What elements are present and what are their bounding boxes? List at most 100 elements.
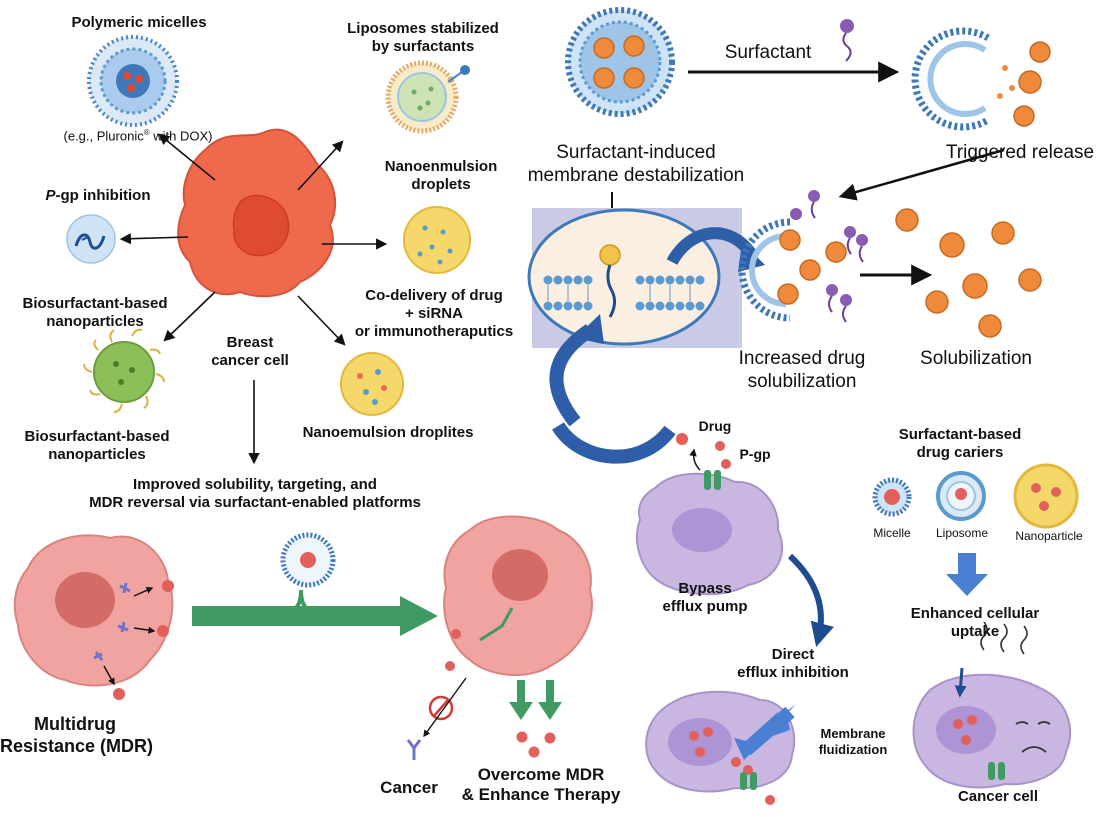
- overcome-line2: & Enhance Therapy: [461, 785, 621, 805]
- polymeric-micelle-icon: [87, 35, 179, 127]
- improved-line1: Improved solubility, targeting, and: [133, 476, 377, 493]
- release-arrow: [838, 148, 1005, 201]
- liposomes-line2: by surfactants: [371, 38, 475, 55]
- micelle-label: Micelle: [873, 526, 911, 540]
- liposomes-line1: Liposomes stabilized: [347, 20, 499, 37]
- enhanced-uptake-label: Enhanced cellular uptake: [890, 605, 1060, 641]
- increased-line1: Increased drug: [738, 348, 866, 369]
- pluronic-prefix: (e.g., Pluronic: [63, 128, 144, 144]
- biosurf-bottom-line1: Biosurfactant-based: [24, 428, 170, 445]
- registered-mark: ®: [143, 128, 150, 137]
- inhibited-efflux: [406, 677, 467, 760]
- biosurfactant-bottom-label: Biosurfactant-based nanoparticles: [2, 428, 192, 464]
- pgp-inhibition-label: P-gp inhibition: [18, 187, 178, 205]
- solubilization-label: Solubilization: [920, 348, 1032, 369]
- carriers-label: Surfactant-based drug cariers: [870, 426, 1050, 462]
- large-liposome-icon: [565, 7, 675, 117]
- cancer-cell-label: Cancer cell: [957, 788, 1039, 805]
- breast-cancer-cell-label: Breast cancer cell: [190, 334, 310, 370]
- nanoparticle-label: Nanoparticle: [1015, 529, 1083, 543]
- membrane-fluidization-cell: [645, 690, 796, 805]
- carriers-line2: drug cariers: [916, 444, 1004, 461]
- increased-solubilization-label: Increased drug solubilization: [722, 348, 882, 394]
- solubilization-micelle-icon: [738, 190, 868, 323]
- curved-arrow-large-tail: [552, 421, 676, 464]
- bypass-line2: efflux pump: [662, 598, 748, 615]
- nanoemulsion-line1: Nanoenmulsion: [384, 158, 498, 175]
- breast-line1: Breast: [226, 334, 274, 351]
- pgp-label: P-gp: [739, 446, 771, 462]
- biosurfactant-top-label: Biosurfactant-based nanoparticles: [0, 295, 190, 331]
- polymeric-micelles-label: Polymeric micelles: [71, 14, 207, 31]
- released-drug-dots: [516, 731, 556, 758]
- improved-solubility-label: Improved solubility, targeting, and MDR …: [40, 476, 470, 512]
- improved-line2: MDR reversal via surfactant-enabled plat…: [89, 494, 421, 511]
- nanoemulsion-line2: droplets: [411, 176, 471, 193]
- green-arrow: [192, 532, 438, 636]
- mdr-cell: [13, 534, 174, 687]
- biosurf-bottom-line2: nanoparticles: [48, 446, 146, 463]
- curved-arrow-large-head: [575, 314, 604, 344]
- mdr-line1: Multidrug: [34, 714, 116, 734]
- free-drug-molecules-icon: [895, 208, 1042, 338]
- biosurfactant-nanoparticle-icon: [83, 328, 165, 413]
- uptake-cancer-cell: [912, 621, 1072, 789]
- bypass-cell: [635, 433, 784, 596]
- carriers-line1: Surfactant-based: [898, 426, 1022, 443]
- green-down-arrows: [509, 680, 562, 720]
- codelivery-line2: + siRNA: [405, 305, 463, 322]
- membrane-inset: [527, 192, 742, 348]
- destab-line1: Surfactant-induced: [556, 142, 716, 163]
- codelivery-line1: Co-delivery of drug: [365, 287, 503, 304]
- nanoemulsion-droplite-icon: [340, 352, 404, 416]
- liposomes-label: Liposomes stabilized by surfactants: [328, 20, 518, 56]
- codelivery-label: Co-delivery of drug + siRNA or immunothe…: [336, 287, 532, 341]
- navy-curved-arrow: [787, 553, 834, 647]
- increased-line2: solubilization: [747, 370, 857, 392]
- bypass-efflux-label: Bypass efflux pump: [640, 580, 770, 616]
- membrane-fluidization-label: Membrane fluidization: [798, 726, 908, 757]
- carrier-icons: [872, 463, 1079, 529]
- radiating-arrows: [119, 133, 388, 465]
- efflux-arrows: [103, 587, 156, 686]
- efflux-drug-dots: [113, 580, 174, 700]
- destab-line2: membrane destabilization: [527, 164, 745, 186]
- bypass-line1: Bypass: [678, 580, 732, 597]
- mdr-line2: Resistance (MDR): [0, 735, 154, 756]
- liposome-icon: [385, 60, 470, 134]
- membrane-line1: Membrane: [820, 726, 886, 741]
- surfactant-label: Surfactant: [724, 42, 812, 63]
- direct-line1: Direct: [771, 646, 815, 663]
- breast-cancer-cell: [177, 128, 337, 298]
- pgp-inhibition-icon: [66, 214, 116, 264]
- drug-label: Drug: [698, 418, 732, 434]
- biosurf-top-line1: Biosurfactant-based: [22, 295, 168, 312]
- nanoemulsion-label: Nanoenmulsion droplets: [366, 158, 516, 194]
- pluronic-suffix: with DOX): [149, 128, 213, 144]
- overcome-mdr-label: Overcome MDR & Enhance Therapy: [444, 765, 638, 806]
- surfactant-arrow: [688, 19, 900, 83]
- triggered-release-label: Triggered release: [945, 142, 1095, 163]
- codelivery-line3: or immunotheraputics: [354, 323, 514, 340]
- cancer-label: Cancer: [380, 778, 438, 797]
- enhanced-line1: Enhanced cellular: [910, 605, 1040, 622]
- direct-line2: efflux inhibition: [737, 664, 849, 681]
- mdr-label: Multidrug Resistance (MDR): [0, 714, 154, 757]
- treated-cell: [443, 515, 593, 676]
- direct-efflux-label: Direct efflux inhibition: [710, 646, 876, 682]
- nanoemulsion-droplites-label: Nanoemulsion droplites: [302, 424, 474, 441]
- nanoemulsion-droplet-icon: [403, 206, 471, 274]
- membrane-line2: fluidization: [818, 741, 888, 757]
- pluronic-note: (e.g., Pluronic® with DOX): [20, 128, 256, 144]
- pgp-rest: -gp inhibition: [55, 187, 151, 204]
- pgp-italic: P: [45, 187, 56, 204]
- membrane-destabilization-label: Surfactant-induced membrane destabilizat…: [518, 142, 754, 188]
- breast-line2: cancer cell: [211, 352, 289, 369]
- opened-liposome-icon: [911, 27, 1051, 131]
- liposome-label: Liposome: [935, 526, 989, 540]
- enhanced-line2: uptake: [950, 623, 1000, 640]
- uptake-arrow: [946, 553, 988, 596]
- overcome-line1: Overcome MDR: [477, 765, 605, 784]
- biosurf-top-line2: nanoparticles: [46, 313, 144, 330]
